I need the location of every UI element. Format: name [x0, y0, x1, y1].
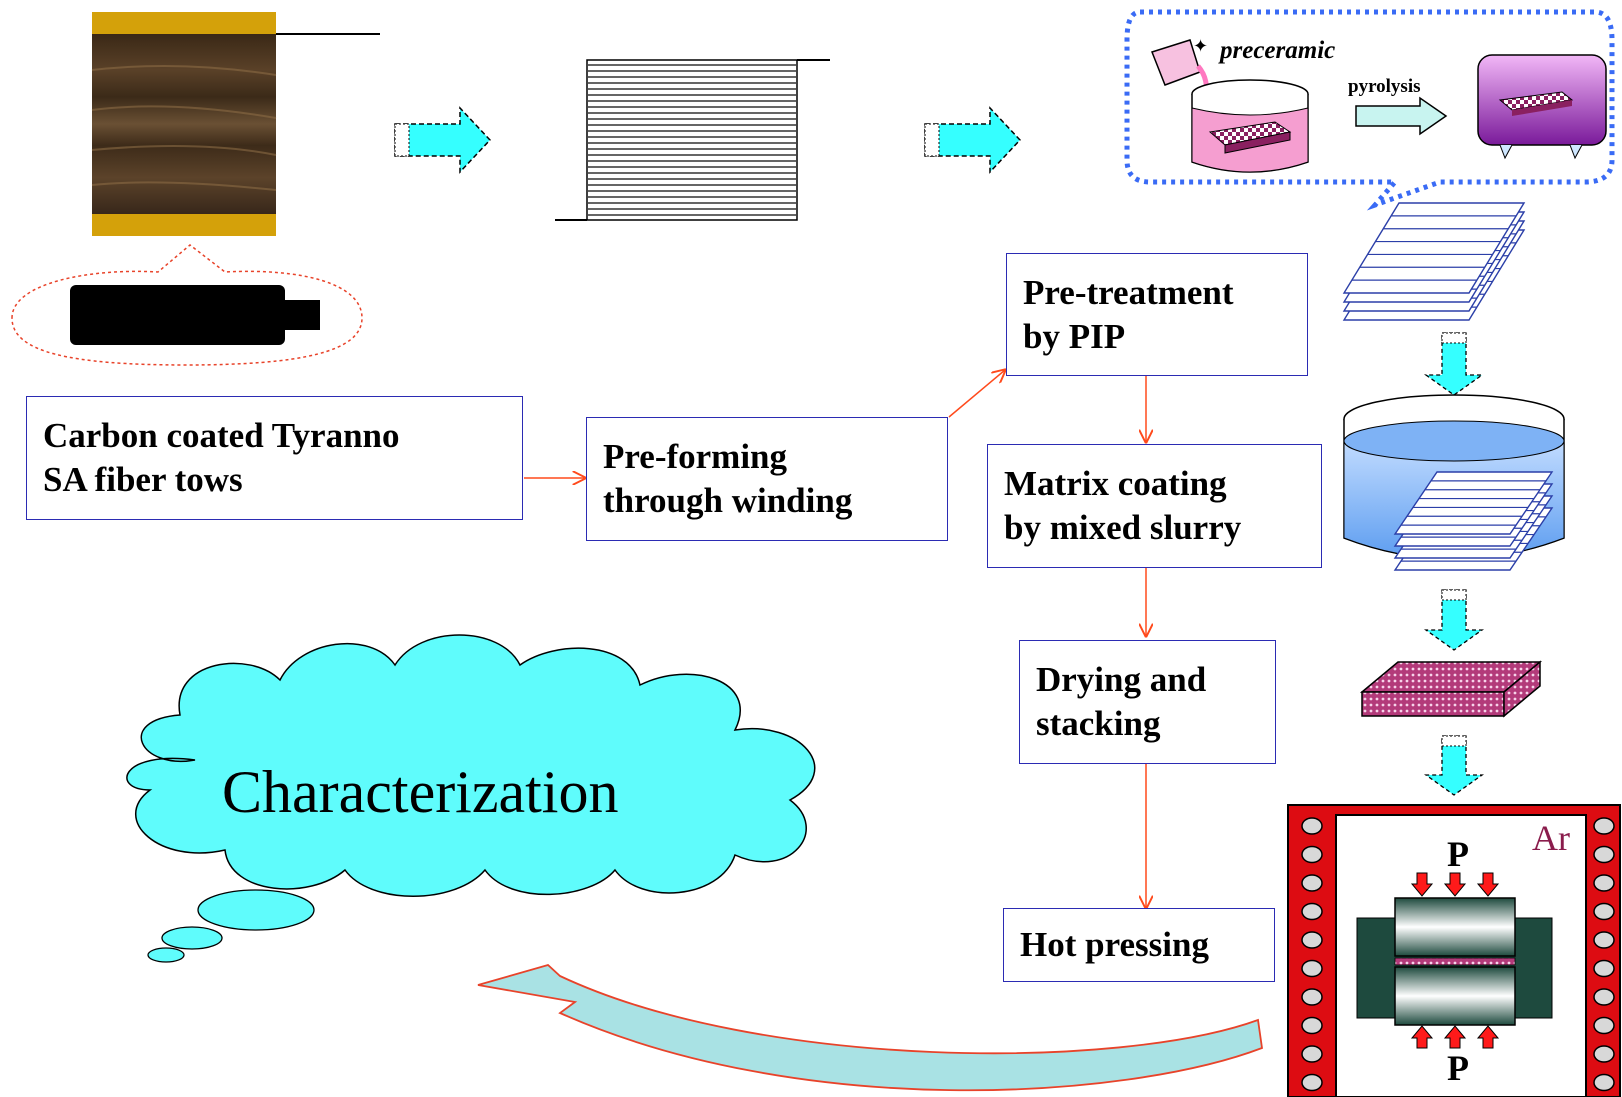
fiber-tow-zoom-callout: [11, 244, 363, 366]
furnace-vent-hole: [1301, 931, 1323, 949]
pressure-top-label: P: [1447, 834, 1469, 874]
step-hot-pressing-line1: Hot pressing: [1020, 925, 1209, 964]
pressure-up-arrow: [1476, 1025, 1500, 1049]
step-raw-material-line1: Carbon coated Tyranno: [43, 416, 400, 455]
step-raw-material-line2: SA fiber tows: [43, 460, 243, 499]
furnace-vent-hole: [1593, 902, 1615, 921]
furnace-vent-hole: [1593, 988, 1615, 1006]
pyrolysis-label: pyrolysis: [1348, 76, 1421, 97]
fiber-spool-illustration: [91, 12, 380, 236]
furnace-vent-hole: [1301, 1073, 1323, 1092]
pressure-up-arrow: [1443, 1025, 1467, 1049]
furnace-vent-hole: [1301, 959, 1323, 978]
furnace-vent-hole: [1301, 988, 1323, 1006]
arrow-tail-segment: [1441, 332, 1467, 344]
furnace-vent-hole: [1593, 1045, 1615, 1063]
hot-press-furnace-illustration: Ar P P: [1287, 804, 1621, 1097]
step-matrix-coating-line1: Matrix coating: [1004, 464, 1227, 503]
furnace-vent-hole: [1593, 931, 1615, 949]
step-raw-material: Carbon coated Tyranno SA fiber tows: [26, 396, 523, 520]
pressure-up-arrow: [1410, 1025, 1434, 1049]
argon-label: Ar: [1532, 818, 1570, 858]
svg-text:✦: ✦: [1193, 36, 1208, 57]
arrow-preform-to-pretreat: [948, 370, 1005, 418]
furnace-vent-hole: [1301, 1045, 1323, 1063]
ply-sheet: [1393, 471, 1554, 535]
preceramic-label: preceramic: [1218, 37, 1335, 64]
flow-connectors: [524, 370, 1146, 908]
ply-sheet: [1342, 202, 1526, 294]
furnace-vent-hole: [1593, 817, 1615, 835]
precursor-beaker-icon: [1191, 79, 1309, 173]
step-matrix-coating: Matrix coating by mixed slurry: [987, 444, 1322, 568]
step-pretreatment-line2: by PIP: [1023, 316, 1126, 356]
arrow-tail-segment: [1441, 735, 1467, 747]
furnace-vent-hole: [1593, 1073, 1615, 1092]
pip-process-inset: ✦ preceramic pyrolysis: [1124, 9, 1615, 211]
pressure-down-arrow: [1410, 872, 1434, 897]
slurry-beaker-illustration: [1343, 394, 1565, 571]
step-hot-pressing: Hot pressing: [1003, 908, 1275, 982]
furnace-vent-hole: [1593, 1016, 1615, 1035]
characterization-label: Characterization: [222, 759, 618, 825]
step-drying-stacking: Drying and stacking: [1019, 640, 1276, 764]
furnace-vent-hole: [1301, 817, 1323, 835]
step-pretreatment: Pre-treatment by PIP: [1006, 253, 1308, 376]
step-preforming: Pre-forming through winding: [586, 417, 948, 541]
block-arrow-spool-to-winding: [394, 106, 492, 174]
pressure-down-arrow: [1476, 872, 1500, 897]
furnace-vent-hole: [1301, 902, 1323, 921]
characterization-cloud: Characterization: [126, 634, 816, 963]
return-arrow-to-characterization: [477, 963, 1263, 1092]
pressure-bottom-label: P: [1447, 1048, 1469, 1088]
green-body-illustration: [1359, 660, 1543, 718]
step-pretreatment-line1: Pre-treatment: [1023, 272, 1234, 312]
block-arrow-winding-to-pip: [924, 106, 1022, 174]
step-preforming-line2: through winding: [603, 481, 853, 520]
pressure-down-arrow: [1443, 872, 1467, 897]
furnace-vent-hole: [1593, 874, 1615, 892]
step-preforming-line1: Pre-forming: [603, 437, 788, 476]
furnace-vent-hole: [1301, 845, 1323, 864]
stacked-plies-illustration: [1342, 202, 1526, 321]
arrow-tail-segment: [1441, 589, 1467, 601]
step-drying-stacking-line1: Drying and: [1036, 660, 1207, 699]
pyrolysis-arrow-icon: [1355, 96, 1448, 136]
down-arrows: [1423, 332, 1485, 796]
furnace-vent-hole: [1593, 845, 1615, 864]
wound-preform-illustration: [555, 59, 830, 221]
furnace-vent-hole: [1301, 1016, 1323, 1035]
step-drying-stacking-line2: stacking: [1036, 704, 1161, 743]
pouring-cup-icon: ✦: [1151, 36, 1209, 101]
furnace-vent-hole: [1301, 874, 1323, 892]
furnace-vent-hole: [1593, 959, 1615, 978]
oven-icon: [1477, 54, 1607, 160]
step-matrix-coating-line2: by mixed slurry: [1004, 508, 1242, 547]
